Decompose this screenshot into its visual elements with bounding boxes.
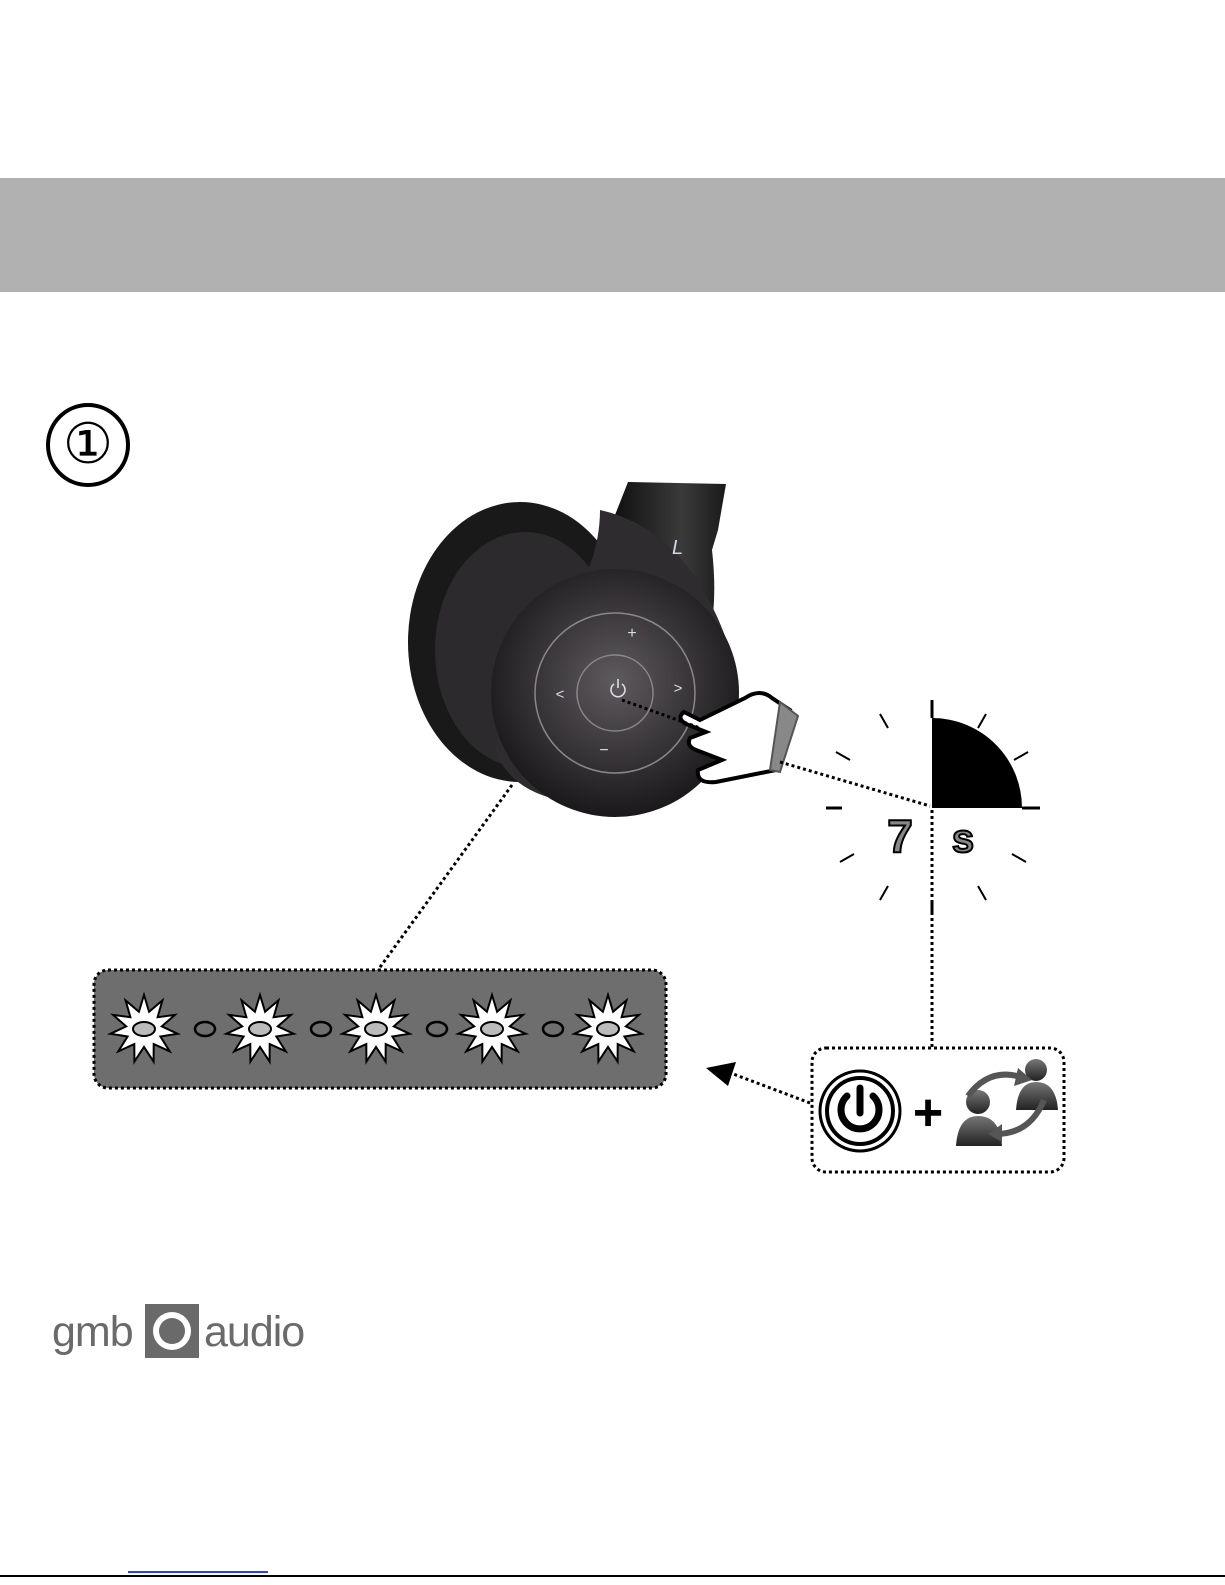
side-label: L <box>672 537 683 559</box>
logo-text-audio: audio <box>204 1308 304 1357</box>
timer-elapsed-wedge <box>932 718 1022 808</box>
timer-unit: s <box>952 817 974 861</box>
volume-down-label: − <box>599 742 608 759</box>
timer-seconds: 7 <box>887 810 913 862</box>
header-band <box>0 178 1225 292</box>
arrow-head <box>706 1062 736 1086</box>
logo-text-gmb: gmb <box>52 1308 133 1357</box>
footer-link-underline <box>128 1571 268 1573</box>
headphone-image: L + − < > <box>408 482 739 817</box>
power-icon-large <box>820 1071 900 1151</box>
logo-mark-icon <box>145 1304 199 1358</box>
pairing-illustration: L + − < > 7 s <box>0 470 1225 1190</box>
plus-sign: + <box>913 1084 943 1142</box>
led-indicator-panel <box>94 970 666 1088</box>
gmb-audio-logo: gmb audio <box>52 1300 332 1370</box>
footer-rule <box>0 1575 1225 1577</box>
step-number-text: ① <box>63 417 113 473</box>
next-track-label: > <box>674 680 683 697</box>
power-plus-pair-box: + <box>812 1048 1064 1172</box>
timer-icon: 7 s <box>826 700 1040 914</box>
previous-track-label: < <box>556 686 565 703</box>
volume-up-label: + <box>627 625 636 642</box>
